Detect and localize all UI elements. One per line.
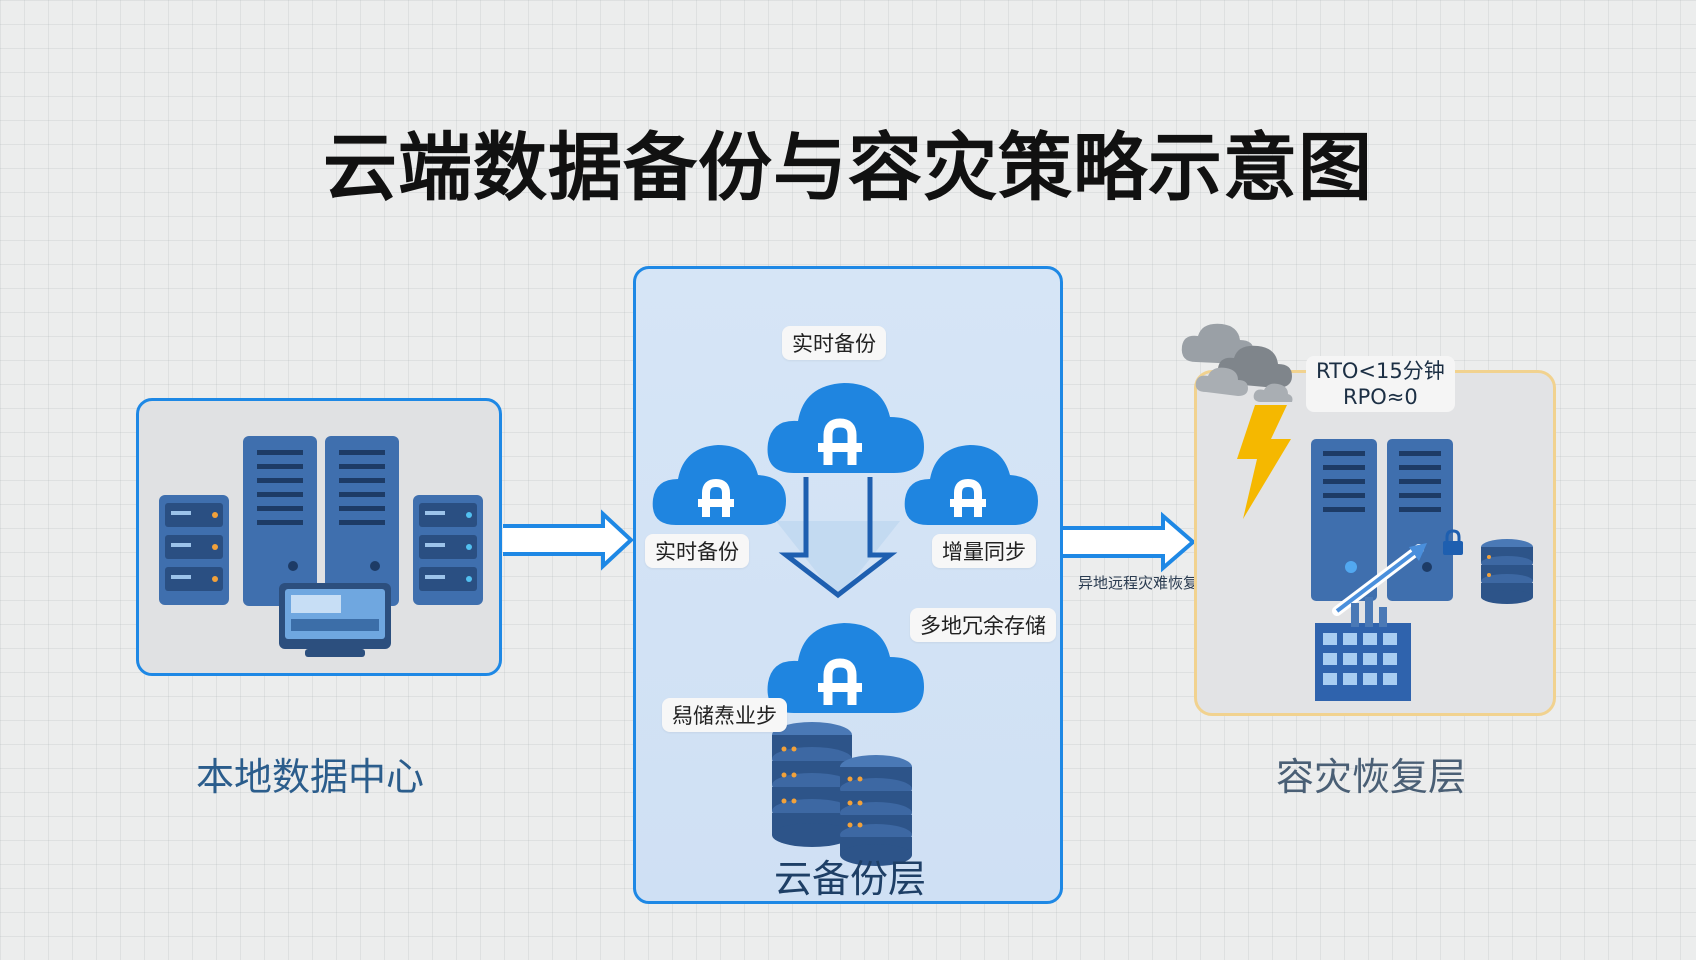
cloud-upload-icon	[767, 623, 924, 713]
local-datacenter-label: 本地数据中心	[196, 755, 425, 799]
recovery-metrics-box: RTO<15分钟 RPO≈0	[1306, 356, 1455, 412]
recovery-arrow-icon	[1332, 543, 1427, 616]
monitor-icon	[279, 583, 391, 657]
disaster-recovery-panel	[1194, 370, 1556, 716]
server-icon	[243, 436, 317, 606]
database-icon	[1481, 539, 1533, 604]
remote-dr-caption: 异地远程灾难恢复中心	[1078, 574, 1229, 592]
server-icon	[159, 495, 229, 605]
server-icon	[413, 495, 483, 605]
multi-site-storage-label: 多地冗余存储	[910, 608, 1056, 642]
local-datacenter-illustration	[159, 436, 483, 657]
arrow-right-icon	[1063, 511, 1197, 573]
incremental-sync-label: 增量同步	[932, 534, 1036, 568]
cloud-backup-illustration	[652, 383, 1038, 866]
disaster-recovery-illustration	[1237, 405, 1533, 701]
lightning-icon	[1237, 405, 1291, 519]
building-icon	[1315, 597, 1411, 701]
storage-sync-label: 舄储焘业步	[662, 698, 787, 732]
rpo-metric: RPO≈0	[1343, 385, 1418, 409]
server-icon	[1387, 439, 1453, 601]
lock-icon	[1443, 529, 1463, 555]
rto-metric: RTO<15分钟	[1316, 359, 1445, 383]
database-icon	[840, 755, 912, 866]
arrow-right-icon	[503, 509, 634, 571]
cloud-upload-icon	[904, 445, 1038, 525]
page-title: 云端数据备份与容灾策略示意图	[323, 125, 1373, 211]
server-icon	[325, 436, 399, 606]
cloud-upload-icon	[767, 383, 924, 473]
realtime-backup-label-left: 实时备份	[645, 534, 749, 568]
storm-cloud-icon	[1181, 323, 1293, 402]
disaster-recovery-label: 容灾恢复层	[1276, 755, 1467, 799]
cloud-backup-panel	[633, 266, 1063, 904]
cloud-upload-icon	[652, 445, 786, 525]
cloud-backup-label: 云备份层	[774, 857, 927, 901]
local-datacenter-panel	[136, 398, 502, 676]
server-icon	[1311, 439, 1377, 601]
realtime-backup-label-top: 实时备份	[782, 326, 886, 360]
arrow-down-icon	[776, 477, 900, 599]
database-icon	[772, 722, 852, 847]
